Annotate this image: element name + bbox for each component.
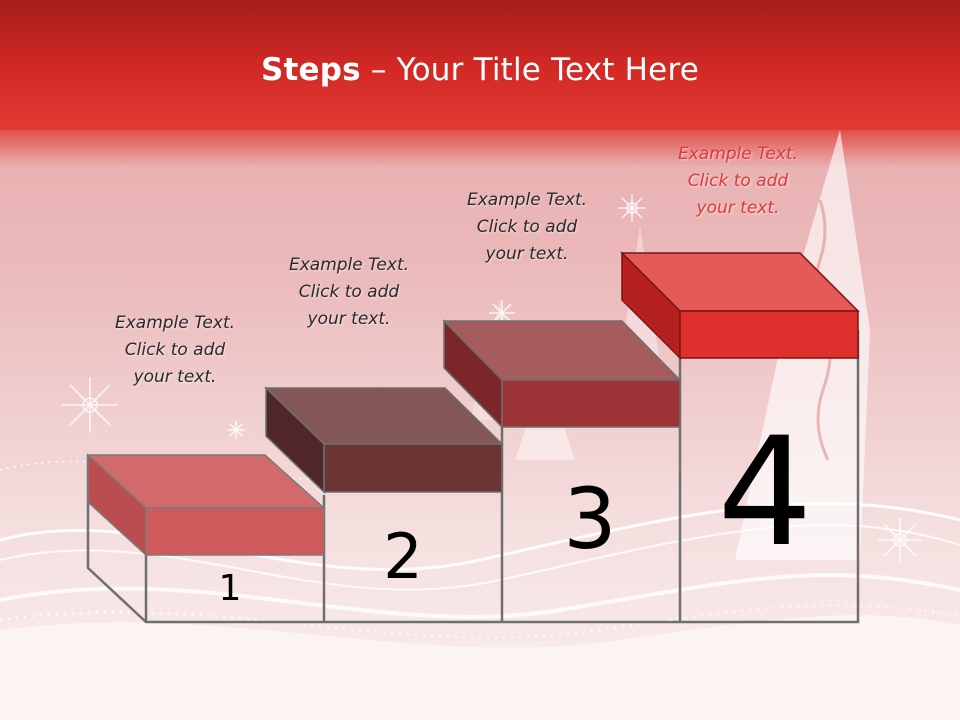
caption-line: Example Text.: [466, 190, 588, 210]
step-4-number: 4: [717, 406, 813, 580]
snowflake-icon: [62, 194, 922, 562]
title-bold: Steps: [260, 52, 361, 88]
caption-line: your text.: [307, 309, 391, 329]
caption-line: Example Text.: [677, 144, 799, 164]
title-rest: – Your Title Text Here: [360, 52, 699, 88]
step-2-caption[interactable]: Example Text. Click to add your text.: [259, 252, 439, 333]
step-3-number: 3: [563, 470, 617, 568]
step-1-number: 1: [218, 568, 242, 609]
caption-line: your text.: [485, 244, 569, 264]
caption-line: Click to add: [124, 340, 226, 360]
caption-line: your text.: [696, 198, 780, 218]
step-4-caption[interactable]: Example Text. Click to add your text.: [648, 141, 828, 222]
step-2-block[interactable]: [264, 386, 504, 494]
caption-line: Example Text.: [288, 255, 410, 275]
slide-title[interactable]: Steps – Your Title Text Here: [0, 52, 960, 88]
caption-line: your text.: [133, 367, 217, 387]
step-1-block[interactable]: [86, 453, 326, 557]
step-2-number: 2: [383, 520, 423, 593]
caption-line: Example Text.: [114, 313, 236, 333]
step-3-caption[interactable]: Example Text. Click to add your text.: [437, 187, 617, 268]
caption-line: Click to add: [687, 171, 789, 191]
step-1-caption[interactable]: Example Text. Click to add your text.: [85, 310, 265, 391]
caption-line: Click to add: [476, 217, 578, 237]
caption-line: Click to add: [298, 282, 400, 302]
step-3-block[interactable]: [442, 319, 682, 429]
step-4-block[interactable]: [620, 251, 860, 360]
